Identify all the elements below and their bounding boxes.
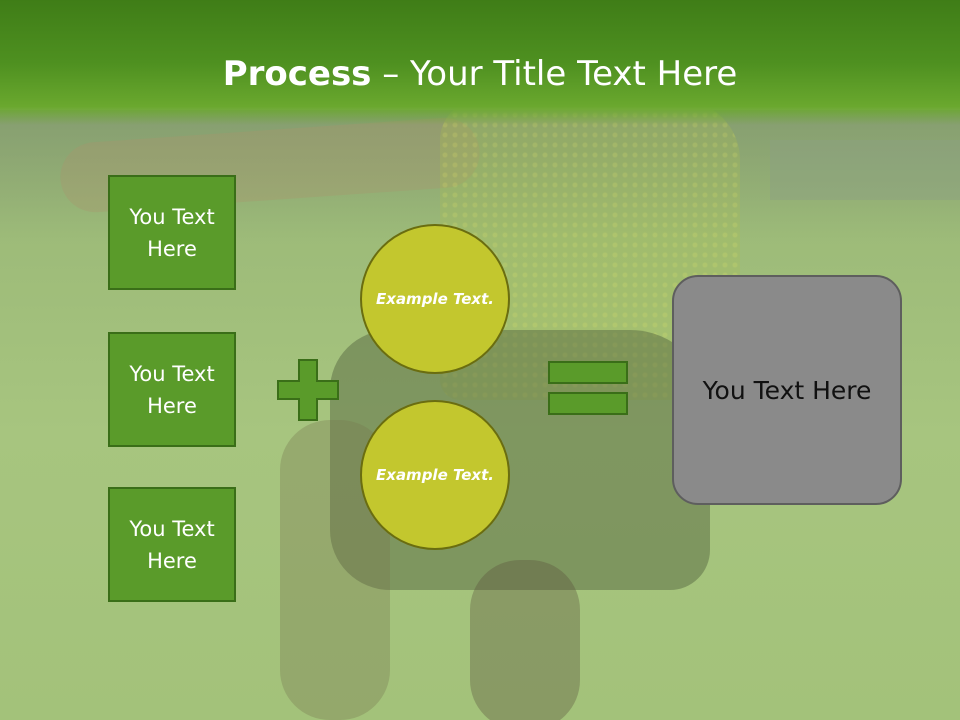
example-circle-2[interactable]: Example Text. (360, 400, 510, 550)
result-label: You Text Here (702, 375, 872, 405)
text-box-label: You Text Here (129, 204, 215, 261)
text-box-3[interactable]: You Text Here (108, 487, 236, 602)
slide-title[interactable]: Process – Your Title Text Here (0, 52, 960, 96)
title-rest: – Your Title Text Here (371, 54, 738, 94)
plus-icon[interactable] (276, 358, 340, 422)
text-box-2[interactable]: You Text Here (108, 332, 236, 447)
circle-label: Example Text. (376, 289, 494, 308)
text-box-label: You Text Here (129, 516, 215, 573)
text-box-label: You Text Here (129, 361, 215, 418)
equals-icon[interactable] (548, 361, 628, 415)
background-leg-2 (470, 560, 580, 720)
text-box-1[interactable]: You Text Here (108, 175, 236, 290)
example-circle-1[interactable]: Example Text. (360, 224, 510, 374)
title-bold: Process (222, 54, 372, 94)
circle-label: Example Text. (376, 465, 494, 484)
background-sign (770, 140, 960, 200)
title-bar (0, 0, 960, 125)
result-box[interactable]: You Text Here (672, 275, 902, 505)
